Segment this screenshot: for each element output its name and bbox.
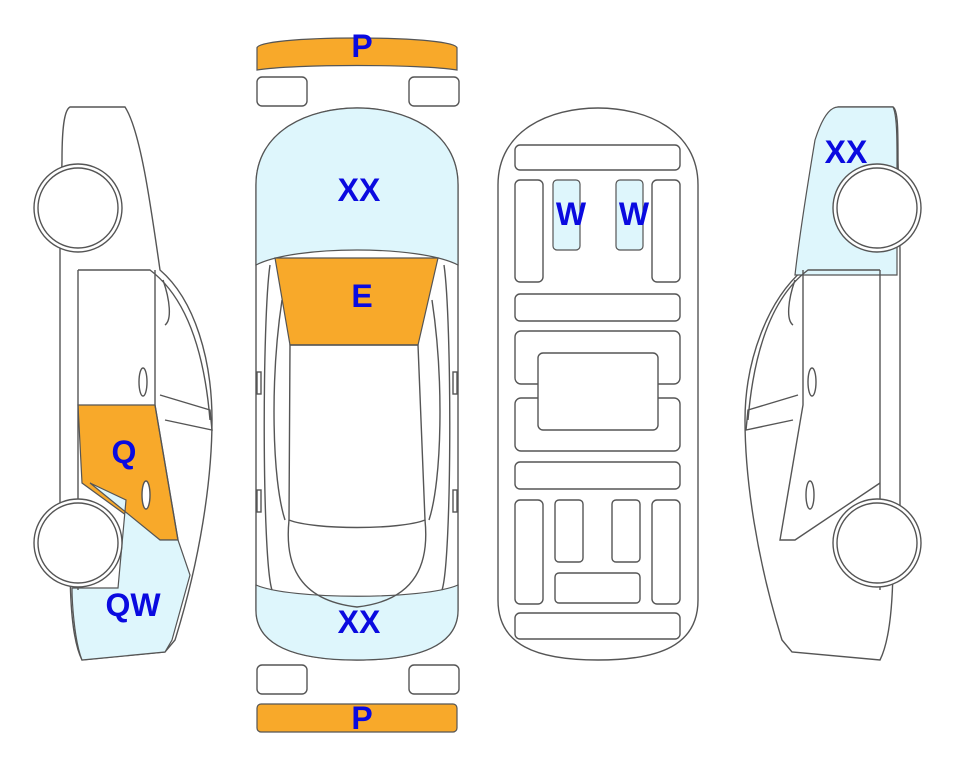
panel xyxy=(514,293,681,322)
label-w-right: W xyxy=(619,196,650,232)
label-front-p: P xyxy=(351,28,372,64)
left-seat-damage[interactable] xyxy=(552,179,581,251)
label-qw: QW xyxy=(105,587,161,623)
label-rear-p: P xyxy=(351,700,372,736)
left-rear-wheel xyxy=(37,502,119,584)
right-seat-damage[interactable] xyxy=(615,179,644,251)
trunk-damage[interactable] xyxy=(255,584,459,661)
right-rear-wheel xyxy=(836,502,918,584)
label-e: E xyxy=(351,278,372,314)
left-rear-door-handle-icon xyxy=(141,480,151,510)
left-rear-handle xyxy=(256,489,262,513)
left-handle xyxy=(256,371,262,395)
label-q: Q xyxy=(112,434,137,470)
panel xyxy=(611,499,641,563)
panel xyxy=(514,144,681,171)
label-trunk-xx: XX xyxy=(338,604,381,640)
underside-view: W W xyxy=(497,107,699,661)
right-handle xyxy=(452,371,458,395)
left-rear-quarter-damage[interactable] xyxy=(71,482,191,661)
right-side-view: XX xyxy=(744,106,922,661)
left-front-door-handle-icon xyxy=(138,367,148,397)
panel xyxy=(554,499,584,563)
rear-right-light xyxy=(408,664,460,695)
panel xyxy=(651,499,681,605)
panel xyxy=(514,179,544,283)
center-panel xyxy=(537,352,659,431)
front-left-mirror xyxy=(256,76,308,107)
panel xyxy=(651,179,681,283)
label-w-left: W xyxy=(556,196,587,232)
panel xyxy=(514,612,681,640)
left-front-wheel xyxy=(37,167,119,249)
right-rear-door-handle-icon xyxy=(805,480,815,510)
front-bumper-damage[interactable] xyxy=(256,37,458,71)
right-rear-handle xyxy=(452,489,458,513)
top-view: P XX E XX P xyxy=(255,28,460,736)
left-side-view: Q QW xyxy=(33,106,213,661)
panel xyxy=(514,461,681,490)
rear-left-light xyxy=(256,664,308,695)
panel xyxy=(514,499,544,605)
panel xyxy=(554,572,641,604)
front-right-mirror xyxy=(408,76,460,107)
hood-damage[interactable] xyxy=(255,107,459,266)
right-front-door-handle-icon xyxy=(807,367,817,397)
rear-bumper-damage[interactable] xyxy=(256,703,458,733)
label-right-xx: XX xyxy=(825,134,868,170)
right-front-wheel xyxy=(836,167,918,249)
label-hood-xx: XX xyxy=(338,172,381,208)
